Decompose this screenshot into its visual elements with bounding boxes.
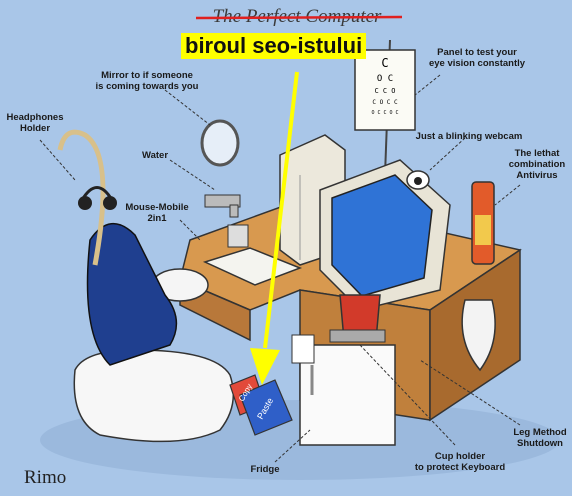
toilet-chair [57, 129, 235, 443]
cup-holder [329, 294, 386, 343]
eye-chart-row-5: O C C O C [371, 110, 398, 116]
keyboard [202, 247, 303, 286]
label-antivirus: The lethat combination Antivirus [508, 148, 566, 181]
urinal [461, 299, 496, 372]
label-water: Water [141, 150, 169, 161]
antivirus-can [471, 181, 495, 265]
yellow-arrow [250, 71, 299, 385]
label-pointers [39, 74, 521, 463]
label-eye-panel: Panel to test your eye vision constantly [428, 47, 526, 69]
label-headphones: Headphones Holder [6, 112, 64, 134]
water-faucet [204, 194, 249, 248]
crt-monitor [319, 159, 451, 311]
eye-chart-row-4: C O C C [372, 99, 398, 106]
label-fridge: Fridge [250, 464, 280, 475]
eye-chart-row-1: C [381, 56, 388, 70]
mirror [200, 119, 240, 167]
label-webcam: Just a blinking webcam [415, 131, 523, 142]
copy-paste-pedals: Copy Paste [229, 374, 293, 436]
overlay-caption: biroul seo-istului [181, 33, 367, 59]
label-leg-method: Leg Method Shutdown [513, 427, 567, 449]
label-mouse: Mouse-Mobile 2in1 [125, 202, 189, 224]
eye-chart-row-3: C C O [374, 87, 395, 95]
red-strikethrough-line [195, 15, 403, 20]
fridge-door [299, 344, 396, 446]
paper-roll [291, 334, 315, 364]
label-cup-holder: Cup holder to protect Keyboard [414, 451, 506, 473]
headphones [78, 186, 117, 210]
artist-signature: Rimo [24, 467, 67, 488]
webcam-eye [406, 170, 430, 190]
label-mirror: Mirror to if someone is coming towards y… [95, 70, 199, 92]
eye-chart-row-2: O C [377, 74, 393, 84]
eye-chart-panel: C O C C C O C O C C O C C O C [354, 39, 416, 176]
